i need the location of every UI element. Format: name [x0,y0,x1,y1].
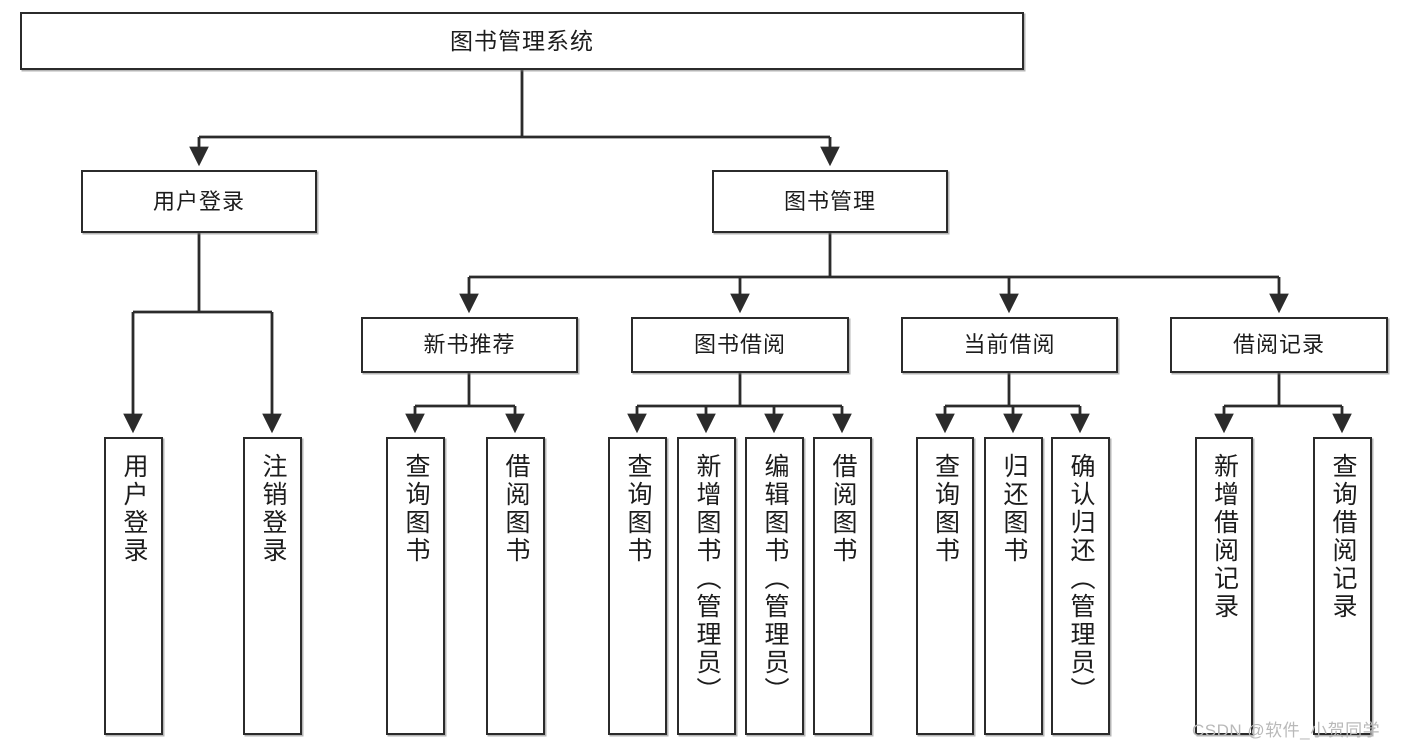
node-leaf-add-record[interactable]: 新增借阅记录 [1195,437,1253,735]
node-user-login-label: 用户登录 [152,188,245,214]
node-leaf-query-record-label: 查询借阅记录 [1329,453,1357,621]
node-leaf-edit-book-label: 编辑图书（管理员） [761,453,789,705]
node-user-login[interactable]: 用户登录 [81,170,317,233]
node-book-manage[interactable]: 图书管理 [712,170,948,233]
node-borrow-record[interactable]: 借阅记录 [1170,317,1388,373]
node-leaf-return-book[interactable]: 归还图书 [984,437,1043,735]
node-leaf-query-book-current[interactable]: 查询图书 [916,437,974,735]
node-current-borrow-label: 当前借阅 [963,332,1056,358]
node-leaf-confirm-return[interactable]: 确认归还（管理员） [1051,437,1110,735]
node-book-borrow[interactable]: 图书借阅 [631,317,849,373]
node-leaf-query-book-current-label: 查询图书 [931,453,960,565]
node-leaf-return-book-label: 归还图书 [1000,453,1028,565]
node-leaf-query-book-rec-label: 查询图书 [402,453,430,565]
node-leaf-user-logout[interactable]: 注销登录 [243,437,302,735]
node-leaf-query-book-borrow-label: 查询图书 [624,453,652,565]
node-leaf-borrow-book[interactable]: 借阅图书 [813,437,872,735]
node-leaf-borrow-book-rec-label: 借阅图书 [502,453,530,565]
node-current-borrow[interactable]: 当前借阅 [901,317,1118,373]
node-book-borrow-label: 图书借阅 [693,332,786,358]
node-leaf-user-logout-label: 注销登录 [259,453,287,565]
node-leaf-edit-book[interactable]: 编辑图书（管理员） [745,437,804,735]
node-leaf-add-book[interactable]: 新增图书（管理员） [677,437,736,735]
csdn-watermark: CSDN @软件_小贺同学 [1192,721,1381,740]
node-leaf-borrow-book-rec[interactable]: 借阅图书 [486,437,545,735]
node-leaf-query-record[interactable]: 查询借阅记录 [1313,437,1372,735]
node-leaf-add-record-label: 新增借阅记录 [1210,453,1239,621]
node-root-label: 图书管理系统 [450,27,594,54]
node-leaf-borrow-book-label: 借阅图书 [829,453,857,565]
node-leaf-user-login[interactable]: 用户登录 [104,437,163,735]
node-leaf-user-login-label: 用户登录 [120,453,148,565]
node-new-book-rec[interactable]: 新书推荐 [361,317,578,373]
node-leaf-confirm-return-label: 确认归还（管理员） [1067,453,1095,705]
node-new-book-rec-label: 新书推荐 [423,332,516,358]
node-leaf-query-book-rec[interactable]: 查询图书 [386,437,445,735]
node-leaf-add-book-label: 新增图书（管理员） [693,453,721,705]
node-leaf-query-book-borrow[interactable]: 查询图书 [608,437,667,735]
node-root[interactable]: 图书管理系统 [20,12,1024,70]
node-borrow-record-label: 借阅记录 [1232,332,1325,358]
node-book-manage-label: 图书管理 [783,188,876,214]
